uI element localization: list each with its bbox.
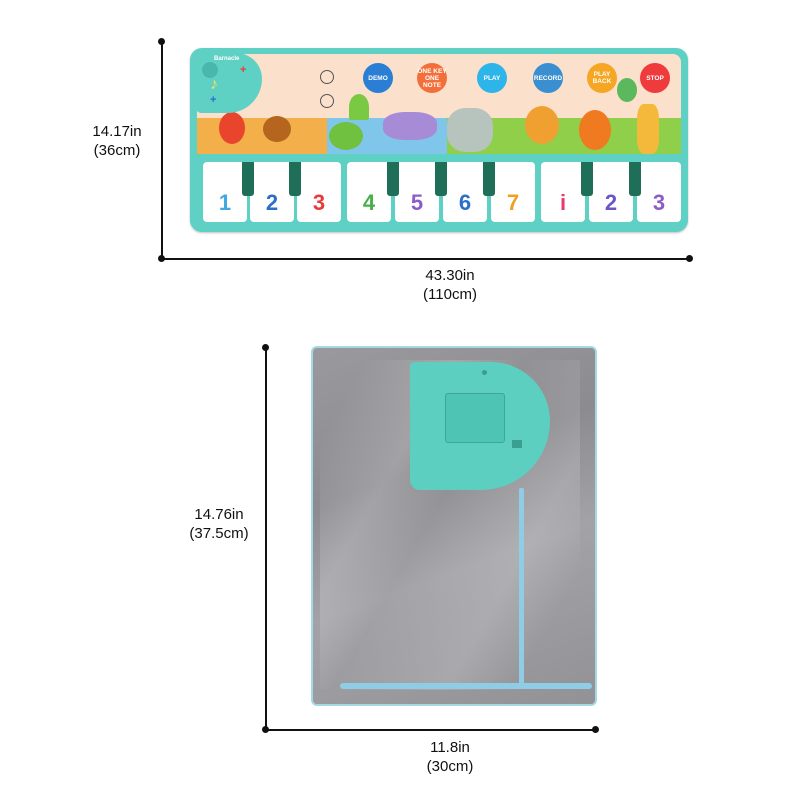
play-button[interactable]: PLAY: [477, 63, 507, 93]
sound-icon-2[interactable]: [320, 94, 334, 108]
mat-height-line: [161, 42, 163, 259]
play-back-button[interactable]: PLAY BACK: [587, 63, 617, 93]
speaker-icon: [202, 62, 218, 78]
key-label-7: 7: [506, 190, 520, 215]
frog-icon: [329, 122, 363, 150]
one-key-one-note-button[interactable]: ONE KEY ONE NOTE: [417, 63, 447, 93]
elephant-icon: [447, 108, 493, 152]
mat-width-inches: 43.30in: [425, 267, 475, 284]
mat-width-line: [161, 258, 689, 260]
tree-icon: [617, 78, 637, 102]
key-label-8: i: [559, 190, 567, 215]
piano-keys: 1 2 3 4 5 6 7 i 2 3: [197, 162, 681, 226]
hippo-icon: [383, 112, 437, 140]
demo-button[interactable]: DEMO: [363, 63, 393, 93]
mat-height-cm: (36cm): [93, 142, 141, 159]
piano-key-3[interactable]: 3: [297, 162, 341, 222]
stop-button-label: STOP: [646, 74, 664, 82]
minus-icon[interactable]: +: [210, 94, 217, 106]
black-key-4[interactable]: [435, 162, 447, 196]
piano-key-4[interactable]: 4: [347, 162, 391, 222]
pack-width-inches: 11.8in: [430, 739, 470, 756]
key-label-6: 6: [458, 190, 472, 215]
mat-width-cm: (110cm): [423, 286, 477, 303]
piano-key-9[interactable]: 2: [589, 162, 633, 222]
key-label-9: 2: [604, 190, 618, 215]
pack-width-line: [265, 729, 595, 731]
one-key-button-label: ONE KEY ONE NOTE: [417, 67, 447, 89]
tiger-icon: [579, 110, 611, 150]
pack-height-label: 14.76in (37.5cm): [178, 505, 260, 543]
black-key-1[interactable]: [242, 162, 254, 196]
mat-bottom-edge: [340, 683, 592, 689]
pack-height-cm: (37.5cm): [189, 525, 249, 542]
key-label-4: 4: [362, 190, 376, 215]
black-key-7[interactable]: [629, 162, 641, 196]
sound-icon-1[interactable]: [320, 70, 334, 84]
record-button-label: RECORD: [533, 74, 563, 82]
play-button-label: PLAY: [483, 74, 501, 82]
pack-width-label: 11.8in (30cm): [410, 738, 490, 776]
pack-height-top-dot: [262, 344, 269, 351]
parrot-icon: [219, 112, 245, 144]
switch-icon: [512, 440, 522, 448]
ground-orange: [197, 118, 327, 154]
screw-icon: [482, 370, 487, 375]
piano-key-7[interactable]: 7: [491, 162, 535, 222]
pack-width-right-dot: [592, 726, 599, 733]
battery-compartment: [445, 393, 505, 443]
mat-width-right-dot: [686, 255, 693, 262]
plus-icon[interactable]: +: [240, 64, 247, 76]
black-key-3[interactable]: [387, 162, 399, 196]
key-label-10: 3: [652, 190, 666, 215]
lion-icon: [525, 106, 559, 144]
piano-key-8[interactable]: i: [541, 162, 585, 222]
black-key-2[interactable]: [289, 162, 301, 196]
pack-height-line: [265, 348, 267, 729]
key-label-5: 5: [410, 190, 424, 215]
mat-height-inches: 14.17in: [92, 123, 142, 140]
brand-logo-text: Barnacle: [214, 56, 240, 62]
mat-edge-strip: [519, 488, 524, 688]
piano-key-10[interactable]: 3: [637, 162, 681, 222]
pack-height-inches: 14.76in: [194, 506, 244, 523]
piano-key-6[interactable]: 6: [443, 162, 487, 222]
monkey-icon: [263, 116, 291, 142]
giraffe-icon: [637, 104, 659, 154]
record-button[interactable]: RECORD: [533, 63, 563, 93]
mat-width-label: 43.30in (110cm): [410, 266, 490, 304]
demo-button-label: DEMO: [368, 74, 388, 82]
black-key-5[interactable]: [483, 162, 495, 196]
pack-width-cm: (30cm): [426, 758, 474, 775]
key-label-2: 2: [265, 190, 279, 215]
key-label-1: 1: [218, 190, 232, 215]
piano-key-2[interactable]: 2: [250, 162, 294, 222]
mat-height-top-dot: [158, 38, 165, 45]
mat-height-label: 14.17in (36cm): [82, 122, 152, 160]
piano-key-5[interactable]: 5: [395, 162, 439, 222]
black-key-6[interactable]: [581, 162, 593, 196]
key-label-3: 3: [312, 190, 326, 215]
stop-button[interactable]: STOP: [640, 63, 670, 93]
piano-key-1[interactable]: 1: [203, 162, 247, 222]
leaf-icon: [349, 94, 369, 120]
play-back-button-label: PLAY BACK: [592, 71, 612, 85]
music-note-icon: ♪: [210, 76, 218, 93]
